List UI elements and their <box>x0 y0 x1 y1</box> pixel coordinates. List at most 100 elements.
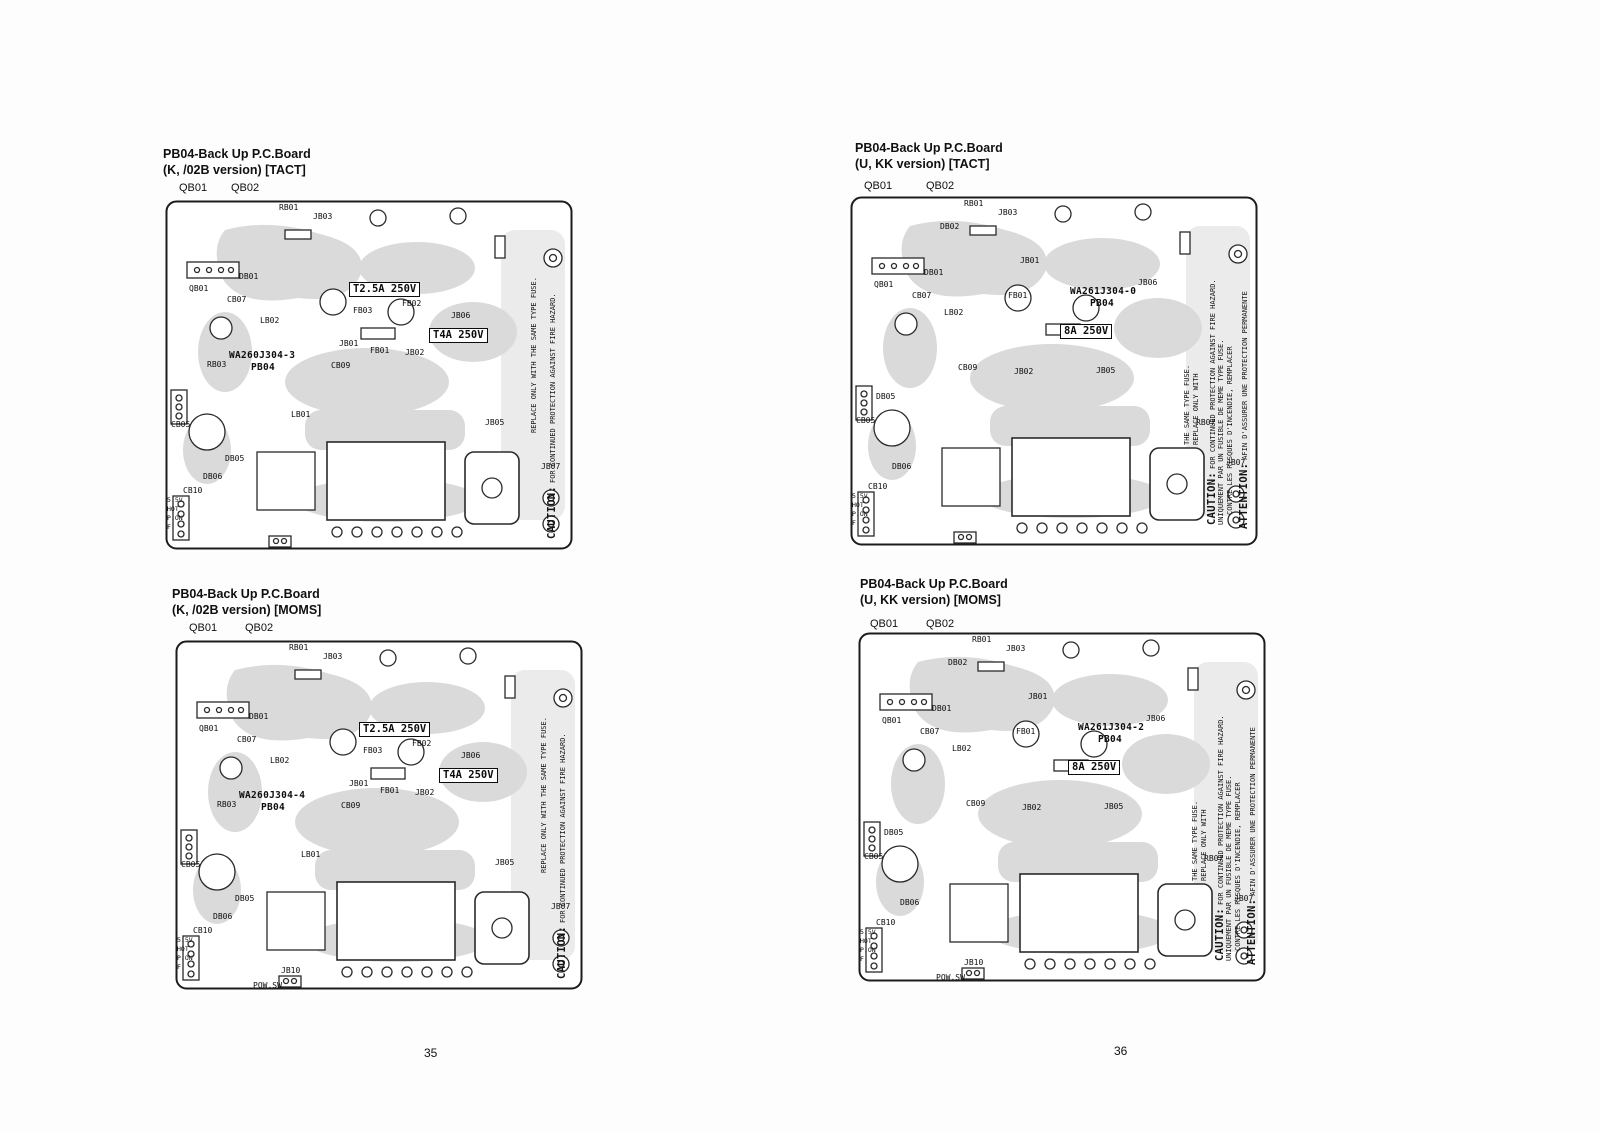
pin-label: F <box>852 519 856 527</box>
pin-label: P.ON <box>167 514 183 522</box>
label-qb01: QB01 <box>179 182 208 194</box>
pcb-board-tact-k: RB01 JB03 QB01 DB01 CB07 T2.5A 250V FB03… <box>165 200 573 550</box>
label-qb01: QB01 <box>870 618 899 630</box>
label-lb02: LB02 <box>260 316 280 325</box>
board-name: PB04 <box>251 362 276 373</box>
label-fb03: FB03 <box>353 306 373 315</box>
board-name: PB04 <box>261 802 286 813</box>
pcb-artwork <box>858 632 1266 982</box>
pin-labels: 5.5V HOT P.ON F <box>860 928 876 963</box>
attention-line2: CONTRE LES RISQUES D'INCENDIE, REMPLACER <box>1226 346 1234 515</box>
label-qb02: QB02 <box>245 622 274 634</box>
caution-replace-line2: THE SAME TYPE FUSE. <box>1191 800 1199 881</box>
pin-labels: 5.5V HOT P.ON F <box>852 492 868 527</box>
panel-title-line2: (K, /02B version) [MOMS] <box>172 603 322 618</box>
label-qb01-board: QB01 <box>882 716 902 725</box>
label-fb02: FB02 <box>402 299 422 308</box>
label-jb02: JB02 <box>405 348 425 357</box>
caution-heading: CAUTION: <box>556 926 568 979</box>
label-cb07: CB07 <box>237 735 257 744</box>
panel-title-top-left: PB04-Back Up P.C.Board (K, /02B version)… <box>163 146 311 179</box>
label-rb07: RB07 <box>1204 854 1224 863</box>
label-jb05: JB05 <box>485 418 505 427</box>
label-pow-sw: POW.SW <box>936 973 965 982</box>
pin-label: HOT <box>167 505 179 513</box>
label-rb03: RB03 <box>217 800 237 809</box>
attention-line2: CONTRE LES RISQUES D'INCENDIE, REMPLACER <box>1234 782 1242 951</box>
label-jb10: JB10 <box>281 966 301 975</box>
pin-label: 5.5V <box>860 928 876 936</box>
label-jb06: JB06 <box>1146 714 1166 723</box>
caution-text: CAUTION:FOR CONTINUED PROTECTION AGAINST… <box>546 293 558 539</box>
label-qb01-board: QB01 <box>874 280 894 289</box>
label-qb01-board: QB01 <box>199 724 219 733</box>
label-db02: DB02 <box>940 222 960 231</box>
label-lb02: LB02 <box>952 744 972 753</box>
pcb-board-tact-ukk: RB01 DB02 JB03 JB01 FB01 WA261J304-0 PB0… <box>850 196 1258 546</box>
label-qb02: QB02 <box>926 618 955 630</box>
label-lb02: LB02 <box>944 308 964 317</box>
attention-text: ATTENTION:AFIN D'ASSURER UNE PROTECTION … <box>1246 727 1258 965</box>
pin-labels: 5.5V HOT P.ON F <box>167 496 183 531</box>
label-cb09: CB09 <box>341 801 361 810</box>
label-db05: DB05 <box>876 392 896 401</box>
caution-body: FOR CONTINUED PROTECTION AGAINST FIRE HA… <box>1217 715 1225 906</box>
caution-replace-text: REPLACE ONLY WITH THE SAME TYPE FUSE. <box>540 717 548 873</box>
label-jb06: JB06 <box>1138 278 1158 287</box>
label-cb09: CB09 <box>331 361 351 370</box>
label-qb01-board: QB01 <box>189 284 209 293</box>
caution-body: FOR CONTINUED PROTECTION AGAINST FIRE HA… <box>549 293 557 484</box>
pin-labels: 5.5V HOT P.ON F <box>177 936 193 971</box>
label-cb09: CB09 <box>958 363 978 372</box>
attention-heading: ATTENTION: <box>1238 462 1250 529</box>
label-jb10: JB10 <box>964 958 984 967</box>
pcb-artwork <box>175 640 583 990</box>
label-rb01: RB01 <box>289 643 309 652</box>
panel-title-line1: PB04-Back Up P.C.Board <box>172 587 320 601</box>
pin-label: HOT <box>860 937 872 945</box>
label-jb07: JB07 <box>551 902 571 911</box>
pcb-artwork <box>850 196 1258 546</box>
label-jb03: JB03 <box>313 212 333 221</box>
label-cb10: CB10 <box>876 918 896 927</box>
label-jb01: JB01 <box>339 339 359 348</box>
label-qb02: QB02 <box>926 180 955 192</box>
label-fb01: FB01 <box>380 786 400 795</box>
fuse-rating-box: T4A 250V <box>439 768 498 783</box>
panel-title-line1: PB04-Back Up P.C.Board <box>860 577 1008 591</box>
label-fb01: FB01 <box>1008 291 1028 300</box>
panel-title-line1: PB04-Back Up P.C.Board <box>163 147 311 161</box>
pin-label: P.ON <box>177 954 193 962</box>
pin-label: P.ON <box>852 510 868 518</box>
label-db01: DB01 <box>239 272 259 281</box>
label-jb07: JB07 <box>1226 458 1246 467</box>
fuse-rating-box: T2.5A 250V <box>349 282 421 297</box>
board-name: PB04 <box>1098 734 1123 745</box>
label-db06: DB06 <box>213 912 233 921</box>
caution-body: FOR CONTINUED PROTECTION AGAINST FIRE HA… <box>1209 279 1217 470</box>
label-jb06: JB06 <box>451 311 471 320</box>
label-db02: DB02 <box>948 658 968 667</box>
label-lb02: LB02 <box>270 756 290 765</box>
panel-title-line1: PB04-Back Up P.C.Board <box>855 141 1003 155</box>
label-db06: DB06 <box>203 472 223 481</box>
label-cb10: CB10 <box>868 482 888 491</box>
pcb-artwork <box>165 200 573 550</box>
label-fb03: FB03 <box>363 746 383 755</box>
label-cb10: CB10 <box>193 926 213 935</box>
caution-replace-line2: THE SAME TYPE FUSE. <box>1183 364 1191 445</box>
label-db06: DB06 <box>900 898 920 907</box>
label-jb01: JB01 <box>349 779 369 788</box>
fuse-rating-box: T4A 250V <box>429 328 488 343</box>
pin-label: HOT <box>852 501 864 509</box>
label-cb09: CB09 <box>966 799 986 808</box>
label-db01: DB01 <box>932 704 952 713</box>
label-fb01: FB01 <box>1016 727 1036 736</box>
label-jb07: JB07 <box>541 462 561 471</box>
label-fb02: FB02 <box>412 739 432 748</box>
page-number-left: 35 <box>424 1046 438 1060</box>
part-number: WA260J304-3 <box>229 350 296 361</box>
attention-body: AFIN D'ASSURER UNE PROTECTION PERMANENTE <box>1241 291 1249 460</box>
pin-label: F <box>177 963 181 971</box>
label-db01: DB01 <box>924 268 944 277</box>
